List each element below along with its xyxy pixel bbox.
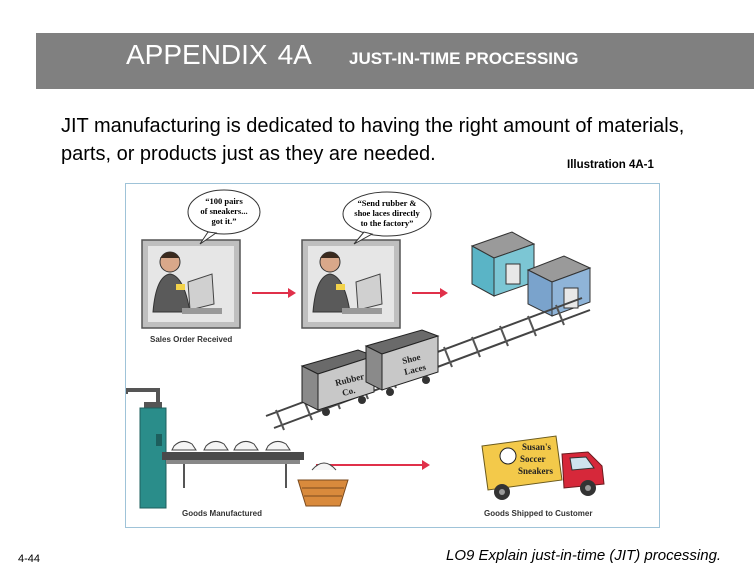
sneaker-icon [171,440,291,451]
factory-machine [126,388,304,509]
caption-goods-manufactured: Goods Manufactured [182,509,262,518]
page-subtitle: JUST-IN-TIME PROCESSING [349,49,579,68]
arrow-right-icon [252,288,296,298]
bubble-1-text-1: “100 pairs [205,196,243,206]
title-appendix: APPENDIX [126,39,268,70]
bubble-2-text-3: to the factory” [361,218,414,228]
railcar-2-text-1: Shoe [401,352,421,366]
arrow-right-icon [412,288,448,298]
speech-bubble-2: “Send rubber & shoe laces directly to th… [342,191,432,245]
illustration-label: Illustration 4A-1 [567,159,654,171]
learning-objective: LO9 Explain just-in-time (JIT) processin… [446,547,722,564]
bubble-2-text-2: shoe laces directly [354,208,420,218]
arrow-right-icon [316,460,430,470]
warehouse-blue-icon [526,255,592,317]
speech-bubble-1: “100 pairs of sneakers... got it.” [187,189,261,245]
caption-goods-shipped: Goods Shipped to Customer [484,509,592,518]
jit-illustration: “100 pairs of sneakers... got it.” “Send… [125,183,660,528]
page-number: 4-44 [18,553,41,565]
truck-text-3: Sneakers [518,466,554,476]
bubble-1-text-3: got it.” [211,216,236,226]
railcar-1-text-2: Co. [341,385,356,398]
truck-text-1: Susan's [522,442,552,452]
title-bar: APPENDIX 4A JUST-IN-TIME PROCESSING [36,33,754,89]
bubble-2-text-1: “Send rubber & [358,198,417,208]
sales-agent-panel-1 [141,239,241,329]
intro-text: JIT manufacturing is dedicated to having… [61,115,685,165]
delivery-truck-icon: Susan's Soccer Sneakers [481,435,605,500]
sneaker-basket-icon [297,462,349,507]
sales-agent-panel-2 [301,239,401,329]
bubble-1-text-2: of sneakers... [200,206,247,216]
railcar-rubber: Rubber Co. [300,349,376,416]
page-title: APPENDIX 4A [126,39,312,71]
jit-illustration-drawing: “100 pairs of sneakers... got it.” “Send… [126,189,605,518]
truck-text-2: Soccer [520,454,545,464]
warehouse-teal-icon [470,231,536,297]
railcar-shoe-laces: Shoe Laces [364,329,440,396]
caption-sales-order: Sales Order Received [150,335,232,344]
title-code: 4A [277,39,312,70]
